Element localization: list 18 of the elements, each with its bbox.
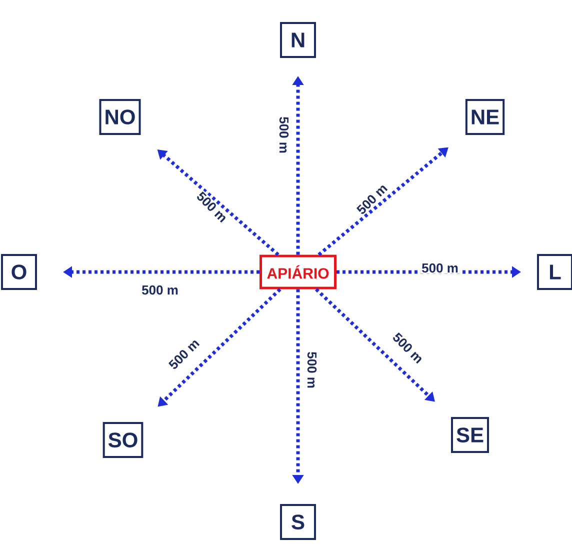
direction-box: O — [1, 254, 37, 290]
edge-label: 500 m — [140, 284, 180, 296]
direction-box: L — [537, 254, 572, 290]
edge-label: 500 m — [354, 181, 390, 217]
direction-box: S — [280, 504, 316, 540]
direction-box: SE — [451, 417, 490, 453]
direction-box: NE — [465, 99, 505, 135]
edge-label: 500 m — [390, 330, 426, 366]
edge-label: 500 m — [278, 116, 290, 154]
edge-label: 500 m — [420, 262, 460, 274]
center-box: APIÁRIO — [260, 254, 336, 290]
direction-box: N — [280, 22, 316, 58]
edge-label: 500 m — [306, 350, 318, 390]
edge-label: 500 m — [194, 189, 230, 225]
direction-box: NO — [99, 99, 141, 135]
direction-box: SO — [102, 422, 144, 458]
arrow — [314, 288, 435, 402]
edge-label: 500 m — [166, 336, 202, 372]
